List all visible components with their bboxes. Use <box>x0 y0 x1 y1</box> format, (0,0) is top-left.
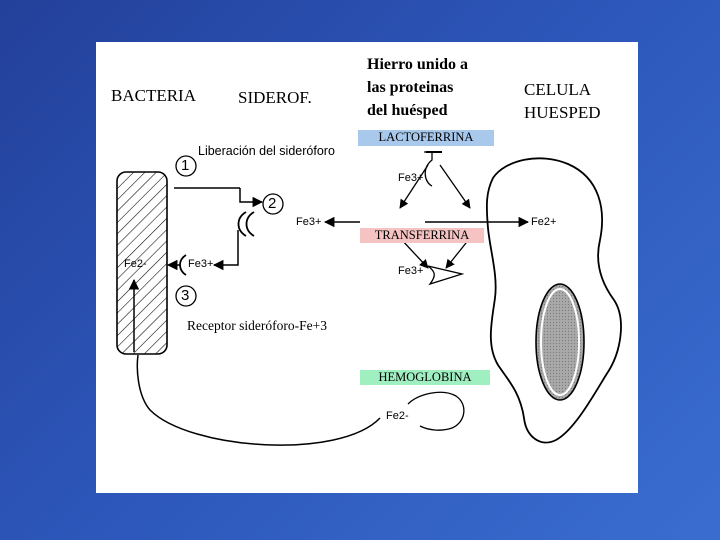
hemoglobin-return-curve <box>137 355 380 445</box>
hierro-label-line1: Hierro unido a <box>367 56 468 74</box>
fe3-center: Fe3+ <box>296 216 321 228</box>
hierro-label-line3: del huésped <box>367 102 447 120</box>
fe3-transferrina: Fe3+ <box>398 265 423 277</box>
transferrina-box: TRANSFERRINA <box>360 228 484 243</box>
receptor-label: Receptor sideróforo-Fe+3 <box>187 318 327 334</box>
fe2-host: Fe2+ <box>531 216 556 228</box>
hemoglobina-shape <box>408 392 464 430</box>
lactoferrina-shape <box>424 152 440 186</box>
fe2-hemoglobina: Fe2- <box>386 410 409 422</box>
siderophore-icon-3 <box>180 255 186 275</box>
sideroforo-label: SIDEROF. <box>238 88 312 108</box>
liberacion-label: Liberación del sideróforo <box>198 144 335 158</box>
transferrina-shape <box>428 266 462 284</box>
hemoglobina-box: HEMOGLOBINA <box>360 370 490 385</box>
step2-return-arrow <box>214 230 238 265</box>
fe2-bacteria: Fe2- <box>124 258 147 270</box>
step-2-label: 2 <box>268 195 276 212</box>
celula-label-line2: HUESPED <box>524 103 601 123</box>
step-3-label: 3 <box>181 287 189 304</box>
step1-arrow <box>240 188 262 202</box>
nucleus <box>536 284 584 400</box>
lactoferrina-box: LACTOFERRINA <box>358 130 494 146</box>
bacteria-label: BACTERIA <box>111 86 196 106</box>
celula-label-line1: CELULA <box>524 80 591 100</box>
fe3-lactoferrina: Fe3+ <box>398 172 423 184</box>
siderophore-icon-2 <box>239 212 255 236</box>
fe3-bacteria: Fe3+ <box>188 258 213 270</box>
step-1-label: 1 <box>181 157 189 174</box>
hierro-label-line2: las proteinas <box>367 79 453 97</box>
